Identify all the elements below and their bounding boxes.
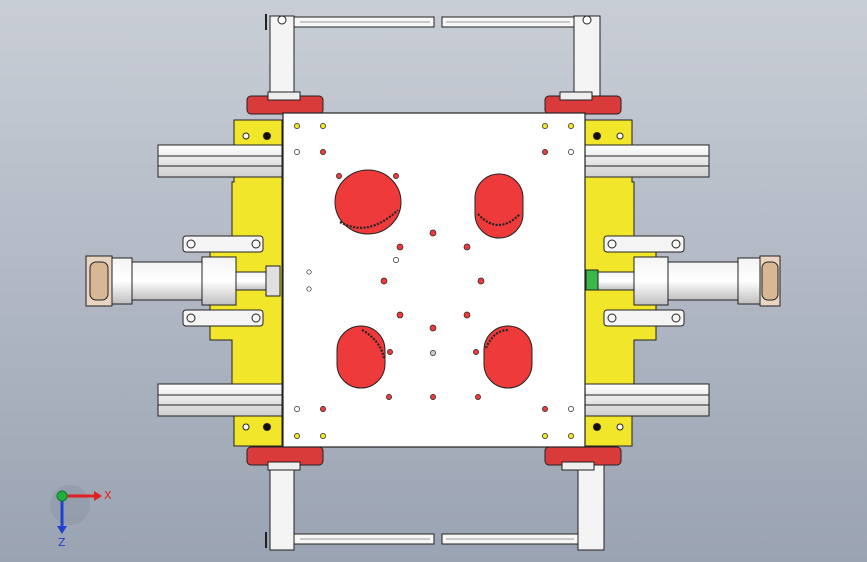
clamp-blocks [182,235,685,327]
cutout-top-left [334,169,402,235]
z-axis-label: Z [58,536,66,549]
cylinder-right [585,255,781,307]
linear-rails [157,144,710,417]
plate-holes [294,123,574,439]
main-plate [282,112,586,448]
axis-triad: X Z [50,485,112,549]
x-axis-label: X [104,489,112,502]
cylinder-left [85,255,281,307]
cutout-top-right [474,173,524,239]
roller-top-left [246,91,324,115]
roller-bottom-left [246,446,324,471]
cutout-bottom-left [336,325,386,389]
cutout-bottom-right [483,325,533,389]
roller-bottom-right [544,446,622,471]
roller-top-right [544,91,622,115]
y-axis-dot [56,490,68,502]
